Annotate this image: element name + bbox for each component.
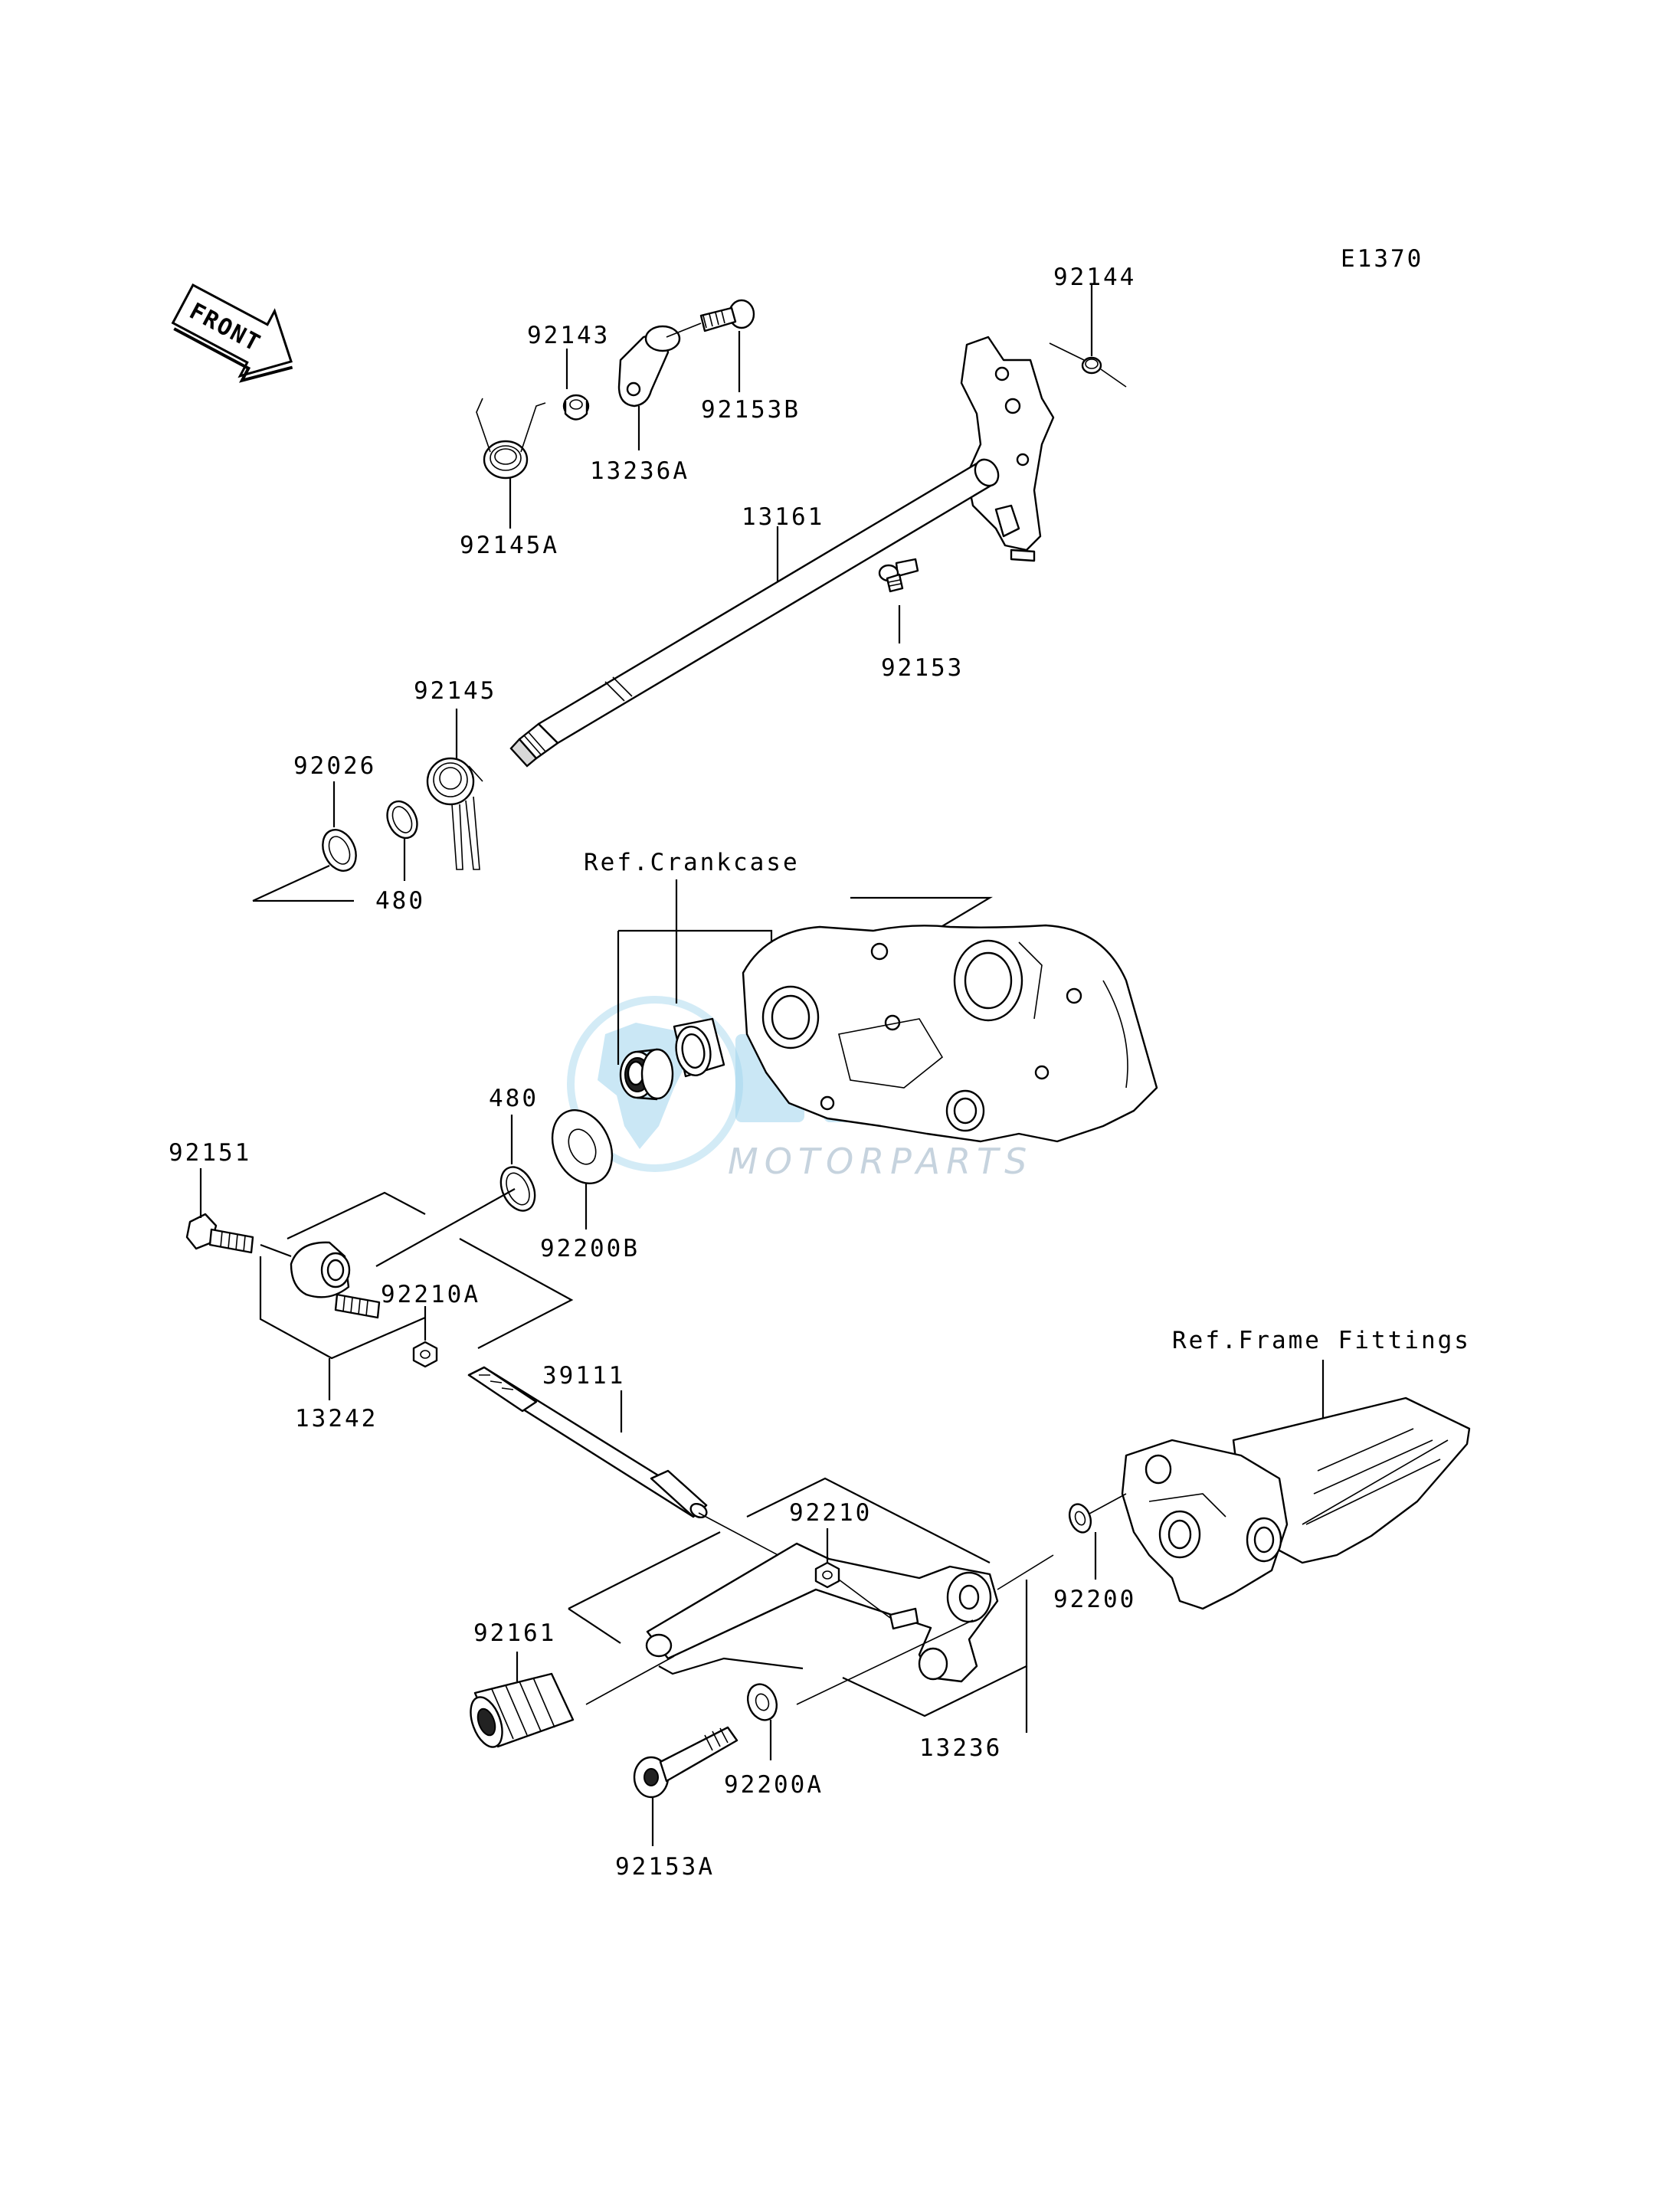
part-13161-arm-plate — [960, 336, 1055, 562]
part-92200-washer — [1068, 1493, 1127, 1580]
watermark-text: MOTORPARTS — [728, 1141, 1033, 1182]
diagram-code: E1370 — [1341, 245, 1423, 273]
part-92153A-pin — [633, 1726, 738, 1846]
label-92145A: 92145A — [460, 532, 559, 559]
label-92153: 92153 — [881, 654, 964, 682]
part-480-circlip-mid — [499, 1115, 536, 1212]
part-92026-washer — [252, 781, 357, 902]
part-39111-tie-rod — [467, 1366, 822, 1579]
label-92210A: 92210A — [381, 1281, 480, 1308]
label-39111: 39111 — [542, 1362, 625, 1390]
part-13161-shaft — [509, 458, 1000, 768]
part-92143-collar — [562, 349, 590, 421]
label-92153A: 92153A — [615, 1853, 715, 1881]
label-92145: 92145 — [414, 677, 496, 705]
crankcase-reference — [742, 924, 1158, 1143]
part-92210-nut — [814, 1528, 891, 1619]
label-92153B: 92153B — [701, 396, 801, 424]
ref-frame-fittings-label: Ref.Frame Fittings — [1172, 1327, 1471, 1354]
ref-crankcase-label: Ref.Crankcase — [584, 849, 800, 876]
part-92151-bolt — [185, 1168, 254, 1254]
label-92161: 92161 — [473, 1619, 556, 1647]
part-13242-joint — [260, 1241, 381, 1319]
label-92144: 92144 — [1053, 264, 1136, 291]
label-13236: 13236 — [919, 1734, 1002, 1762]
part-92200B-washer — [551, 1108, 614, 1229]
label-92200A: 92200A — [724, 1771, 824, 1799]
frame-fittings-reference — [1121, 1396, 1471, 1610]
label-92143: 92143 — [527, 322, 610, 349]
label-480-mid: 480 — [489, 1085, 539, 1112]
part-92153-pin — [878, 558, 919, 643]
label-92026: 92026 — [293, 752, 376, 780]
part-92144-spring — [1049, 285, 1127, 388]
part-13236-pedal-lever — [585, 1542, 1054, 1705]
part-crankcase-oil-seal — [619, 1048, 674, 1101]
label-13242: 13242 — [295, 1405, 378, 1432]
part-crankcase-bush — [673, 1017, 725, 1078]
part-92200A-washer — [746, 1683, 778, 1760]
part-480-circlip-top — [386, 800, 418, 881]
label-92151: 92151 — [169, 1139, 251, 1167]
part-92145-spring — [426, 709, 483, 870]
label-13161: 13161 — [742, 503, 824, 531]
label-92200: 92200 — [1053, 1586, 1136, 1613]
part-92145A-spring — [476, 398, 546, 529]
label-92200B: 92200B — [540, 1235, 640, 1262]
label-92210: 92210 — [789, 1499, 872, 1527]
part-92153B-bolt — [666, 299, 755, 392]
label-13236A: 13236A — [590, 457, 689, 485]
part-92161-pedal-rubber — [470, 1652, 575, 1748]
label-480-top: 480 — [375, 887, 425, 915]
part-13236A-lever — [617, 325, 681, 450]
part-92210A-nut — [412, 1306, 438, 1368]
front-arrow-icon: FRONT — [171, 283, 293, 383]
